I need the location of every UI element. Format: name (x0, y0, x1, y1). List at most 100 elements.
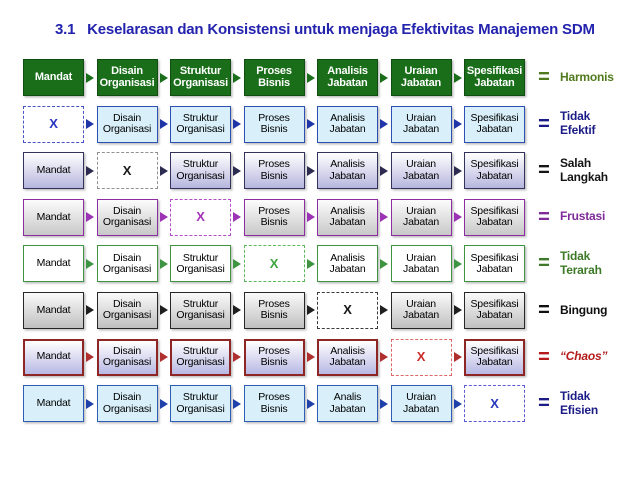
process-step: Struktur Organisasi (170, 152, 231, 190)
arrow-right-icon (233, 72, 242, 83)
step-label: Mandat (36, 303, 71, 316)
arrow-right-icon (159, 212, 168, 223)
row-tidak-efisien: Mandat Disain Organisasi Struktur Organi… (23, 385, 614, 423)
step-label: Spesifikasi Jabatan (470, 158, 519, 182)
arrow-right-icon (233, 258, 242, 269)
row-bingung: Mandat Disain Organisasi Struktur Organi… (23, 291, 614, 329)
step-label: Struktur Organisasi (173, 64, 228, 89)
x-label: X (269, 255, 279, 271)
arrow-right-icon (306, 258, 315, 269)
arrow-right-icon (86, 165, 95, 176)
process-step: Uraian Jabatan (390, 152, 452, 190)
missing-step-x: X (390, 338, 452, 376)
process-step: Uraian Jabatan (390, 385, 452, 423)
step-label: Mandat (36, 396, 71, 409)
step-label: Struktur Organisasi (176, 298, 225, 322)
equals-sign: = (538, 298, 550, 322)
row-harmonis: Mandat Disain Organisasi Struktur Organi… (23, 59, 614, 96)
step-label: Uraian Jabatan (403, 158, 439, 182)
process-step: Struktur Organisasi (170, 105, 231, 143)
result-label: Salah Langkah (560, 155, 608, 184)
arrow-right-icon (159, 352, 168, 363)
process-step: Spesifikasi Jabatan (464, 59, 525, 96)
step-label: Spesifikasi Jabatan (470, 298, 519, 322)
equals-sign: = (538, 391, 550, 415)
arrow-right-icon (453, 165, 462, 176)
process-step: Analisis Jabatan (317, 105, 378, 143)
process-step: Analisis Jabatan (317, 59, 378, 96)
arrow-right-icon (86, 119, 95, 130)
arrow-right-icon (380, 398, 389, 409)
x-label: X (343, 302, 352, 318)
process-step: Proses Bisnis (243, 385, 305, 423)
arrow-right-icon (159, 72, 168, 83)
missing-step-x: X (464, 385, 525, 423)
step-label: Disain Organisasi (102, 251, 152, 275)
arrow-right-icon (159, 398, 168, 409)
process-step: Analisis Jabatan (317, 152, 378, 190)
step-label: Proses Bisnis (258, 298, 290, 322)
row-tidak-efektif: X Disain Organisasi Struktur Organisasi … (23, 105, 614, 143)
process-step: Mandat (23, 385, 84, 423)
process-step: Mandat (23, 198, 84, 236)
step-label: Struktur Organisasi (176, 158, 225, 182)
step-label: Spesifikasi Jabatan (470, 111, 519, 136)
arrow-right-icon (86, 258, 95, 269)
process-step: Disain Organisasi (96, 198, 158, 236)
arrow-right-icon (306, 72, 315, 83)
x-label: X (196, 209, 205, 225)
arrow-right-icon (159, 165, 168, 176)
arrow-right-icon (306, 119, 315, 130)
arrow-right-icon (159, 258, 168, 269)
arrow-right-icon (380, 258, 389, 269)
missing-step-x: X (23, 105, 84, 143)
missing-step-x: X (317, 291, 378, 329)
step-label: Uraian Jabatan (403, 391, 439, 415)
step-label: Analisis Jabatan (329, 251, 366, 275)
process-step: Proses Bisnis (243, 105, 305, 143)
step-label: Proses Bisnis (258, 391, 290, 415)
step-label: Analisis Jabatan (329, 344, 366, 369)
process-step: Disain Organisasi (96, 245, 158, 283)
arrow-right-icon (86, 352, 95, 363)
arrow-right-icon (380, 165, 389, 176)
process-step: Disain Organisasi (96, 105, 158, 143)
process-step: Disain Organisasi (96, 59, 158, 96)
alignment-diagram: Mandat Disain Organisasi Struktur Organi… (23, 59, 614, 432)
equals-sign: = (538, 344, 550, 369)
process-step: Mandat (23, 59, 84, 96)
arrow-right-icon (380, 305, 389, 316)
x-label: X (49, 116, 58, 132)
arrow-right-icon (233, 305, 242, 316)
step-label: Disain Organisasi (102, 391, 152, 415)
arrow-right-icon (306, 352, 315, 363)
process-step: Uraian Jabatan (390, 59, 452, 96)
process-step: Proses Bisnis (243, 198, 305, 236)
step-label: Proses Bisnis (258, 158, 290, 182)
process-step: Analisis Jabatan (317, 338, 378, 376)
process-step: Proses Bisnis (243, 338, 305, 376)
step-label: Analisis Jabatan (327, 64, 368, 89)
step-label: Analisis Jabatan (329, 204, 366, 229)
step-label: Proses Bisnis (258, 344, 290, 369)
arrow-right-icon (159, 305, 168, 316)
process-step: Struktur Organisasi (170, 59, 231, 96)
process-step: Analisis Jabatan (317, 198, 378, 236)
step-label: Mandat (36, 164, 71, 177)
process-step: Spesifikasi Jabatan (464, 291, 525, 329)
process-step: Spesifikasi Jabatan (464, 338, 525, 376)
step-label: Mandat (34, 70, 73, 83)
arrow-right-icon (453, 72, 462, 83)
step-label: Spesifikasi Jabatan (470, 344, 519, 369)
step-label: Proses Bisnis (258, 111, 290, 136)
process-step: Proses Bisnis (243, 291, 305, 329)
step-label: Uraian Jabatan (403, 204, 439, 229)
step-label: Proses Bisnis (256, 64, 292, 89)
step-label: Disain Organisasi (102, 111, 152, 136)
arrow-right-icon (306, 305, 315, 316)
step-label: Mandat (36, 257, 71, 270)
process-step: Mandat (23, 245, 84, 283)
arrow-right-icon (233, 119, 242, 130)
process-step: Spesifikasi Jabatan (464, 245, 525, 283)
